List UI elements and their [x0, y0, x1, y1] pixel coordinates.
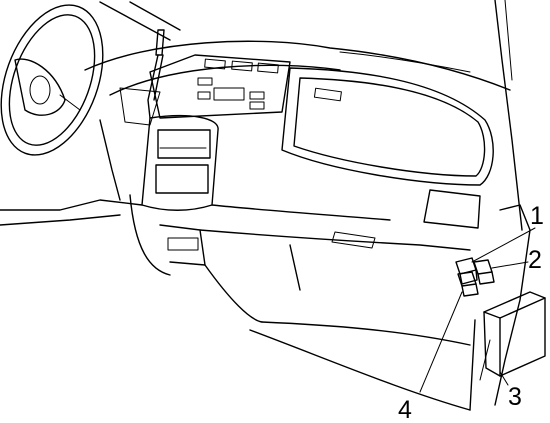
- relay-2: [473, 259, 495, 285]
- callout-label-3: 3: [508, 383, 522, 411]
- relay-4: [457, 271, 479, 297]
- callout-label-2: 2: [528, 246, 542, 274]
- center-stack: [141, 114, 219, 211]
- passenger-dash: [281, 67, 494, 229]
- center-panel: [149, 54, 291, 119]
- lower-dash: [0, 194, 471, 346]
- shift-lever: [119, 29, 165, 126]
- control-unit-3: [483, 291, 546, 377]
- callout-leaders: [419, 227, 536, 393]
- floor-lines: [99, 119, 531, 411]
- callout-label-1: 1: [530, 202, 544, 230]
- steering-wheel: [0, 4, 104, 156]
- dashboard-top: [84, 40, 511, 96]
- callout-label-4: 4: [398, 396, 412, 423]
